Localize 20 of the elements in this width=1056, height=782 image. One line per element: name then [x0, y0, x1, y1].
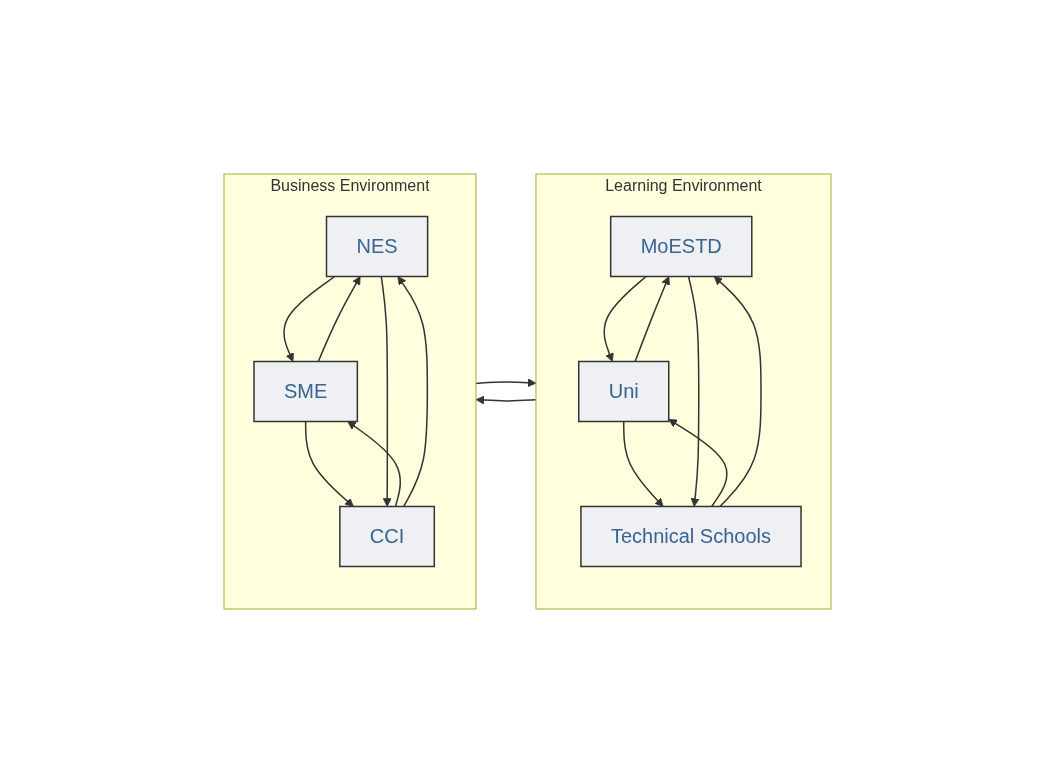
arrow — [475, 377, 537, 387]
arrow — [305, 420, 355, 507]
arrow — [603, 275, 648, 362]
arrow — [668, 418, 729, 507]
arrow — [318, 275, 362, 362]
node-box: MoESTD — [610, 215, 754, 277]
arrow — [688, 275, 700, 507]
arrow — [397, 275, 429, 507]
arrow — [476, 395, 538, 404]
node-box: Technical Schools — [580, 505, 803, 567]
node-box: CCI — [339, 505, 436, 567]
arrow — [283, 275, 336, 362]
arrow — [623, 420, 665, 507]
arrow — [381, 275, 393, 507]
arrow — [347, 420, 402, 507]
node-box: Uni — [578, 360, 670, 422]
arrow — [634, 275, 671, 362]
node-box: NES — [326, 215, 429, 277]
node-box: SME — [253, 360, 359, 422]
arrow — [714, 275, 763, 507]
